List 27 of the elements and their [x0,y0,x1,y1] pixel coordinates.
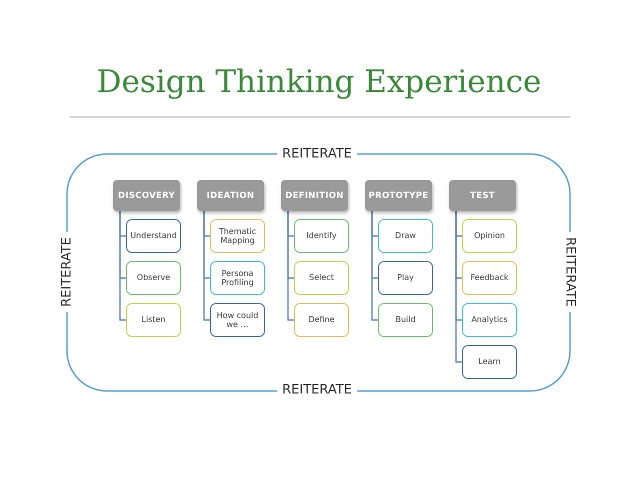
step-box: Identify [294,219,349,253]
tree-connector [455,211,462,363]
step-box: Thematic Mapping [210,219,265,253]
step-box: Define [294,303,349,337]
step-box: Opinion [462,219,517,253]
phase-header: PROTOTYPE [365,180,432,211]
phase-header: TEST [449,180,516,211]
step-box: How could we … [210,303,265,337]
tree-connector [203,211,210,321]
step-box: Listen [126,303,181,337]
tree-connector [119,211,126,321]
step-box: Understand [126,219,181,253]
step-box: Feedback [462,261,517,295]
step-box: Learn [462,345,517,379]
tree-connector [287,211,294,321]
step-box: Persona Profiling [210,261,265,295]
step-box: Build [378,303,433,337]
tree-connector [371,211,378,321]
step-box: Analytics [462,303,517,337]
phase-header: DEFINITION [281,180,348,211]
phase-header: DISCOVERY [113,180,180,211]
step-box: Draw [378,219,433,253]
step-box: Play [378,261,433,295]
title: Design Thinking Experience [96,64,542,100]
step-box: Select [294,261,349,295]
step-box: Observe [126,261,181,295]
phase-header: IDEATION [197,180,264,211]
